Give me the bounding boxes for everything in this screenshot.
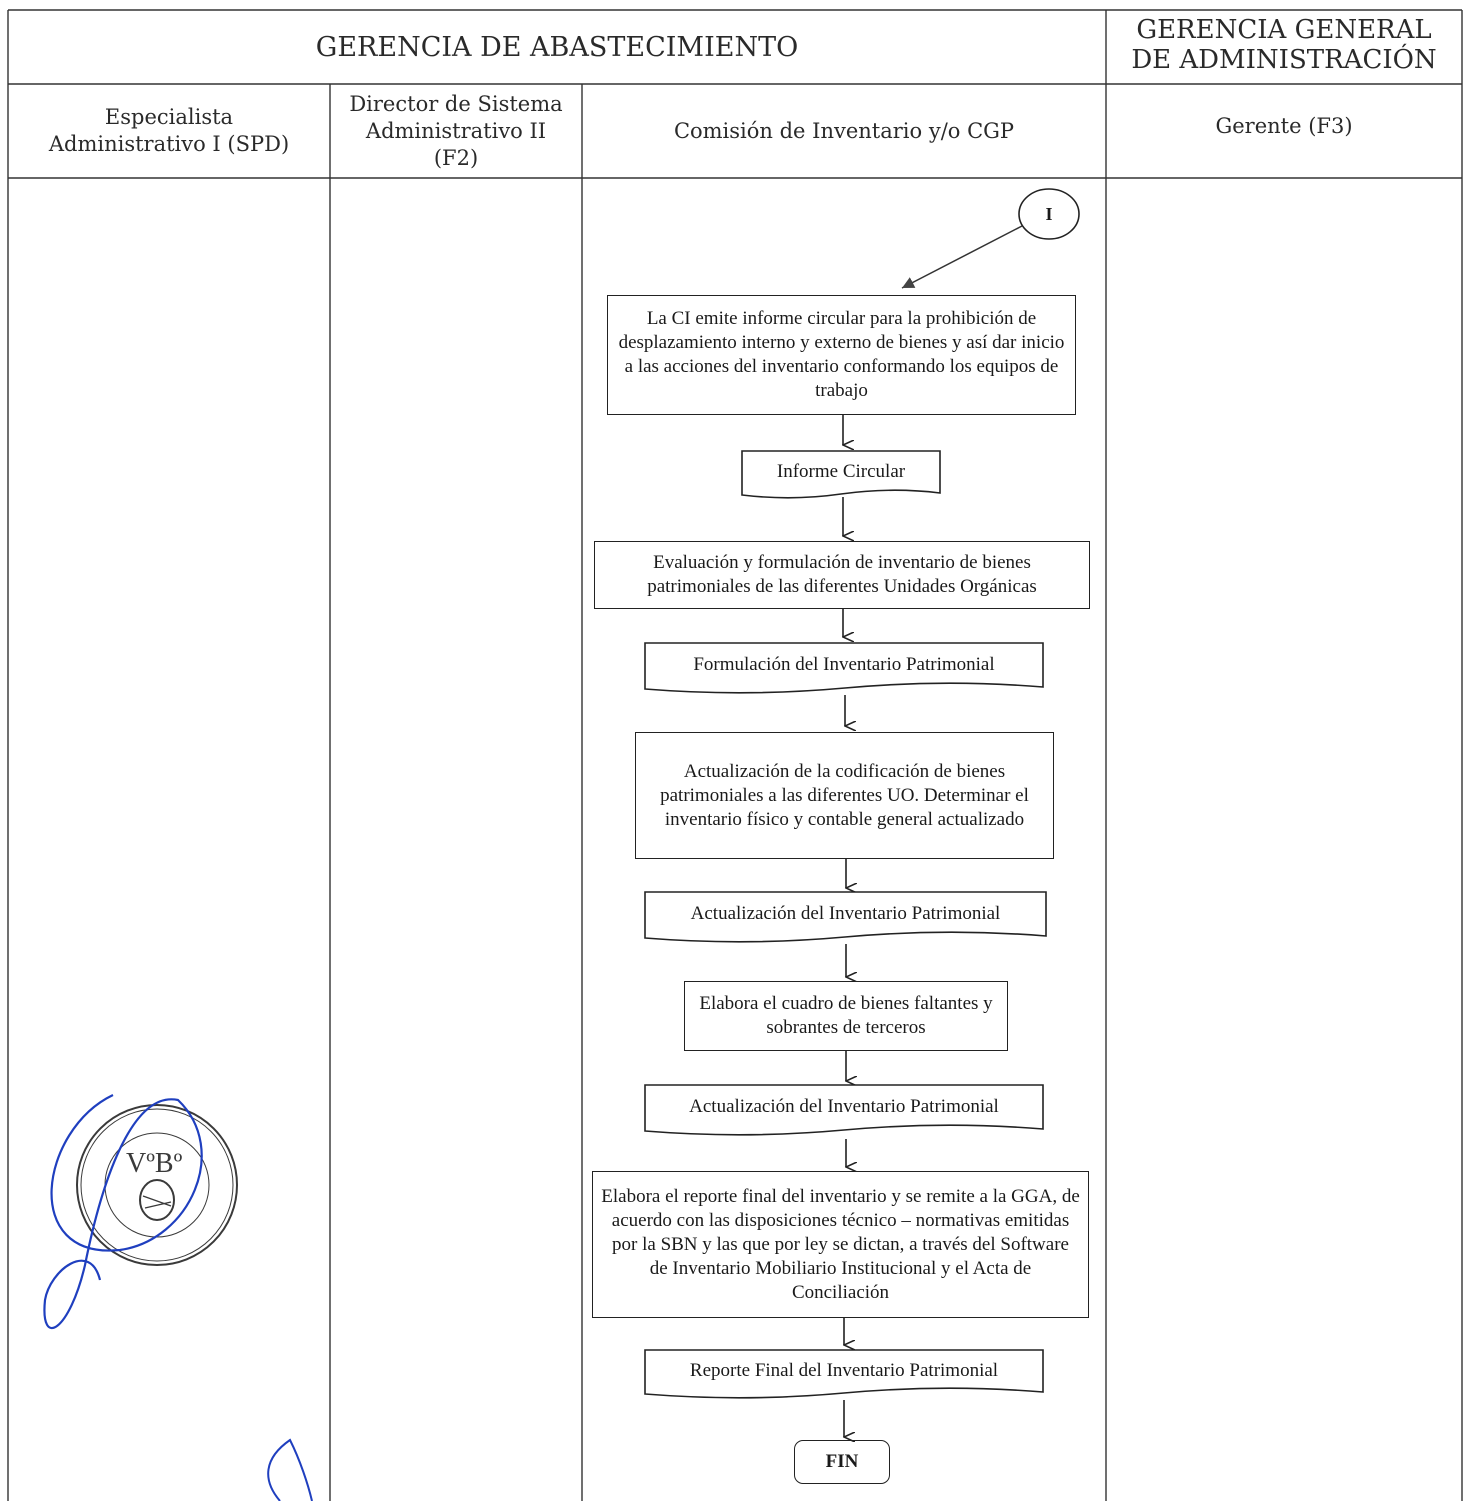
document-shapes [644, 450, 1047, 1399]
document-informe-circular: Informe Circular [776, 461, 906, 482]
document-actualizacion-inventario-2: Actualización del Inventario Patrimonial [689, 1096, 999, 1117]
process-step-5: Elabora el reporte final del inventario … [592, 1171, 1089, 1318]
role-comision: Comisión de Inventario y/o CGP [673, 118, 1015, 143]
process-step-3: Actualización de la codificación de bien… [635, 732, 1054, 859]
role-especialista: Especialista Administrativo I (SPD) [8, 84, 330, 178]
role-especialista-line1: Especialista [104, 105, 234, 129]
signature-mark-lower [267, 1438, 313, 1501]
doc-shape-2 [644, 642, 1044, 694]
dept-gga: GERENCIA GENERAL DE ADMINISTRACIÓN [1106, 6, 1462, 84]
doc-shape-5 [644, 1349, 1044, 1399]
role-especialista-line2: Administrativo I (SPD) [48, 132, 290, 156]
role-director-line1: Director de Sistema [349, 91, 563, 116]
stamp-seal [76, 1104, 238, 1266]
process-step-4: Elabora el cuadro de bienes faltantes y … [684, 981, 1008, 1051]
connector-circle [1018, 188, 1080, 240]
document-actualizacion-inventario-1: Actualización del Inventario Patrimonial [690, 903, 1001, 924]
process-step-2: Evaluación y formulación de inventario d… [594, 541, 1090, 609]
signature-mark [43, 1094, 203, 1330]
doc-shape-4 [644, 1084, 1044, 1136]
dept-gga-line1: GERENCIA GENERAL [1136, 15, 1432, 45]
process-step-1: La CI emite informe circular para la pro… [607, 295, 1076, 415]
role-gerente: Gerente (F3) [1215, 113, 1353, 138]
document-formulacion-inventario: Formulación del Inventario Patrimonial [693, 654, 995, 675]
dept-abastecimiento: GERENCIA DE ABASTECIMIENTO [315, 31, 799, 63]
doc-shape-1 [741, 450, 941, 499]
flow-arrows [843, 414, 846, 1437]
dept-gga-line2: DE ADMINISTRACIÓN [1131, 45, 1437, 75]
doc-shape-3 [644, 891, 1047, 943]
stamp-center-text: VºBº [126, 1148, 183, 1179]
role-director: Director de Sistema Administrativo II (F… [330, 84, 582, 178]
document-reporte-final: Reporte Final del Inventario Patrimonial [689, 1360, 999, 1381]
role-director-line3: (F2) [433, 145, 479, 170]
end-terminator: FIN [794, 1440, 890, 1484]
role-director-line2: Administrativo II [365, 118, 547, 143]
connector-label: I [1045, 203, 1053, 224]
connector-arrow [901, 225, 1023, 289]
swimlane-grid [7, 9, 1463, 1501]
